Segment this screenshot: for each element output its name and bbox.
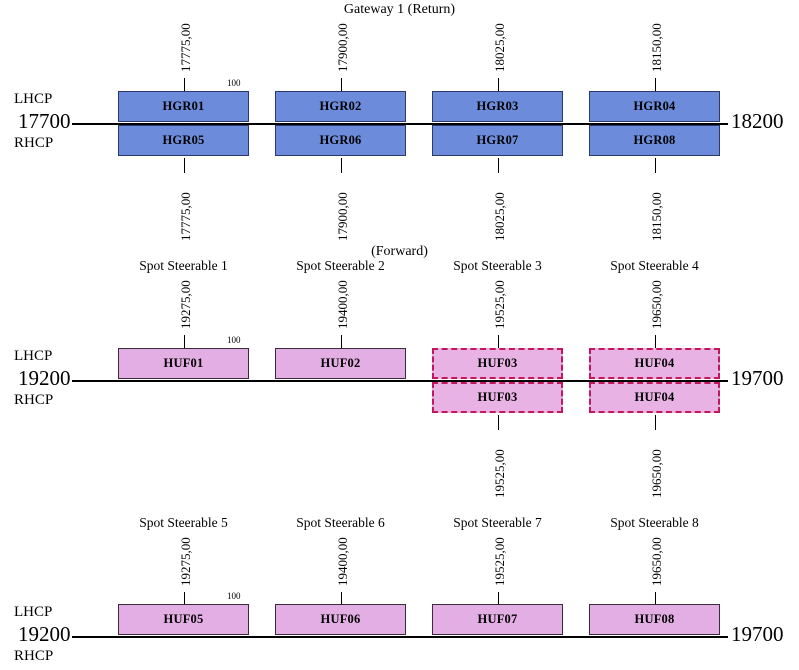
- tick-down-gateway-1-return-0: [183, 158, 185, 173]
- freq-below-forward-spot-1-4-3: 19650,00: [648, 449, 664, 498]
- freq-above-forward-spot-5-8-3: 19650,00: [648, 537, 664, 586]
- carrier-block-huf01-lhcp: HUF01: [118, 348, 249, 379]
- tick-up-gateway-1-return-3: [654, 78, 656, 91]
- band-end-gateway-1-return: 18200: [731, 109, 784, 133]
- tick-up-forward-spot-1-4-3: [654, 335, 656, 348]
- carrier-block-hgr03-lhcp: HGR03: [432, 91, 563, 122]
- freq-below-gateway-1-return-1: 17900,00: [334, 192, 350, 241]
- tick-up-forward-spot-1-4-0: [183, 335, 185, 348]
- carrier-block-huf06-lhcp: HUF06: [275, 604, 406, 635]
- tick-up-gateway-1-return-1: [340, 78, 342, 91]
- beam-label-forward-spot-1-4-3: Spot Steerable 4: [610, 258, 699, 273]
- tick-up-forward-spot-5-8-3: [654, 592, 656, 604]
- tick-up-forward-spot-5-8-2: [497, 592, 499, 604]
- carrier-block-hgr05-rhcp: HGR05: [118, 125, 249, 156]
- freq-below-forward-spot-1-4-2: 19525,00: [491, 449, 507, 498]
- freq-above-forward-spot-1-4-1: 19400,00: [334, 280, 350, 329]
- tick-down-forward-spot-1-4-3: [654, 415, 656, 430]
- carrier-block-hgr02-lhcp: HGR02: [275, 91, 406, 122]
- bandwidth-marker-forward-spot-1-4: 100: [227, 335, 241, 345]
- band-end-forward-spot-1-4: 19700: [731, 366, 784, 390]
- carrier-block-huf05-lhcp: HUF05: [118, 604, 249, 635]
- freq-above-forward-spot-5-8-1: 19400,00: [334, 537, 350, 586]
- beam-label-forward-spot-5-8-0: Spot Steerable 5: [139, 515, 228, 530]
- carrier-block-huf03-lhcp: HUF03: [432, 348, 563, 379]
- carrier-block-hgr01-lhcp: HGR01: [118, 91, 249, 122]
- band-axis-forward-spot-1-4: [72, 380, 728, 382]
- freq-above-forward-spot-5-8-2: 19525,00: [491, 537, 507, 586]
- freq-below-gateway-1-return-3: 18150,00: [648, 192, 664, 241]
- band-axis-forward-spot-5-8: [72, 636, 728, 638]
- carrier-block-hgr04-lhcp: HGR04: [589, 91, 720, 122]
- carrier-block-huf08-lhcp: HUF08: [589, 604, 720, 635]
- freq-above-gateway-1-return-1: 17900,00: [334, 23, 350, 72]
- tick-up-gateway-1-return-0: [183, 78, 185, 91]
- carrier-block-huf04-lhcp: HUF04: [589, 348, 720, 379]
- band-end-forward-spot-5-8: 19700: [731, 622, 784, 646]
- carrier-block-huf03-rhcp: HUF03: [432, 382, 563, 413]
- lhcp-label-forward-spot-5-8: LHCP: [14, 604, 53, 620]
- freq-above-forward-spot-5-8-0: 19275,00: [177, 537, 193, 586]
- tick-down-forward-spot-1-4-2: [497, 415, 499, 430]
- beam-label-forward-spot-1-4-2: Spot Steerable 3: [453, 258, 542, 273]
- freq-below-gateway-1-return-2: 18025,00: [491, 192, 507, 241]
- section-title-forward-spot-1-4: (Forward): [371, 244, 428, 259]
- tick-up-forward-spot-1-4-1: [340, 335, 342, 348]
- bandwidth-marker-forward-spot-5-8: 100: [227, 591, 241, 601]
- lhcp-label-forward-spot-1-4: LHCP: [14, 348, 53, 364]
- freq-below-gateway-1-return-0: 17775,00: [177, 192, 193, 241]
- carrier-block-huf04-rhcp: HUF04: [589, 382, 720, 413]
- rhcp-label-gateway-1-return: RHCP: [14, 135, 54, 151]
- carrier-block-huf02-lhcp: HUF02: [275, 348, 406, 379]
- freq-above-forward-spot-1-4-3: 19650,00: [648, 280, 664, 329]
- tick-up-forward-spot-1-4-2: [497, 335, 499, 348]
- band-start-gateway-1-return: 17700: [18, 109, 71, 133]
- beam-label-forward-spot-5-8-2: Spot Steerable 7: [453, 515, 542, 530]
- freq-above-gateway-1-return-0: 17775,00: [177, 23, 193, 72]
- tick-up-forward-spot-5-8-1: [340, 592, 342, 604]
- section-title-gateway-1-return: Gateway 1 (Return): [343, 2, 456, 17]
- beam-label-forward-spot-5-8-1: Spot Steerable 6: [296, 515, 385, 530]
- tick-down-gateway-1-return-1: [340, 158, 342, 173]
- beam-label-forward-spot-1-4-0: Spot Steerable 1: [139, 258, 228, 273]
- bandwidth-marker-gateway-1-return: 100: [227, 78, 241, 88]
- tick-up-forward-spot-5-8-0: [183, 592, 185, 604]
- freq-above-forward-spot-1-4-0: 19275,00: [177, 280, 193, 329]
- lhcp-label-gateway-1-return: LHCP: [14, 91, 53, 107]
- beam-label-forward-spot-1-4-1: Spot Steerable 2: [296, 258, 385, 273]
- rhcp-label-forward-spot-1-4: RHCP: [14, 392, 54, 408]
- carrier-block-hgr08-rhcp: HGR08: [589, 125, 720, 156]
- tick-down-gateway-1-return-3: [654, 158, 656, 173]
- band-start-forward-spot-5-8: 19200: [18, 622, 71, 646]
- rhcp-label-forward-spot-5-8: RHCP: [14, 648, 54, 664]
- freq-above-gateway-1-return-3: 18150,00: [648, 23, 664, 72]
- freq-above-gateway-1-return-2: 18025,00: [491, 23, 507, 72]
- band-axis-gateway-1-return: [72, 123, 728, 125]
- band-start-forward-spot-1-4: 19200: [18, 366, 71, 390]
- tick-down-gateway-1-return-2: [497, 158, 499, 173]
- freq-above-forward-spot-1-4-2: 19525,00: [491, 280, 507, 329]
- beam-label-forward-spot-5-8-3: Spot Steerable 8: [610, 515, 699, 530]
- tick-up-gateway-1-return-2: [497, 78, 499, 91]
- carrier-block-hgr07-rhcp: HGR07: [432, 125, 563, 156]
- carrier-block-huf07-lhcp: HUF07: [432, 604, 563, 635]
- carrier-block-hgr06-rhcp: HGR06: [275, 125, 406, 156]
